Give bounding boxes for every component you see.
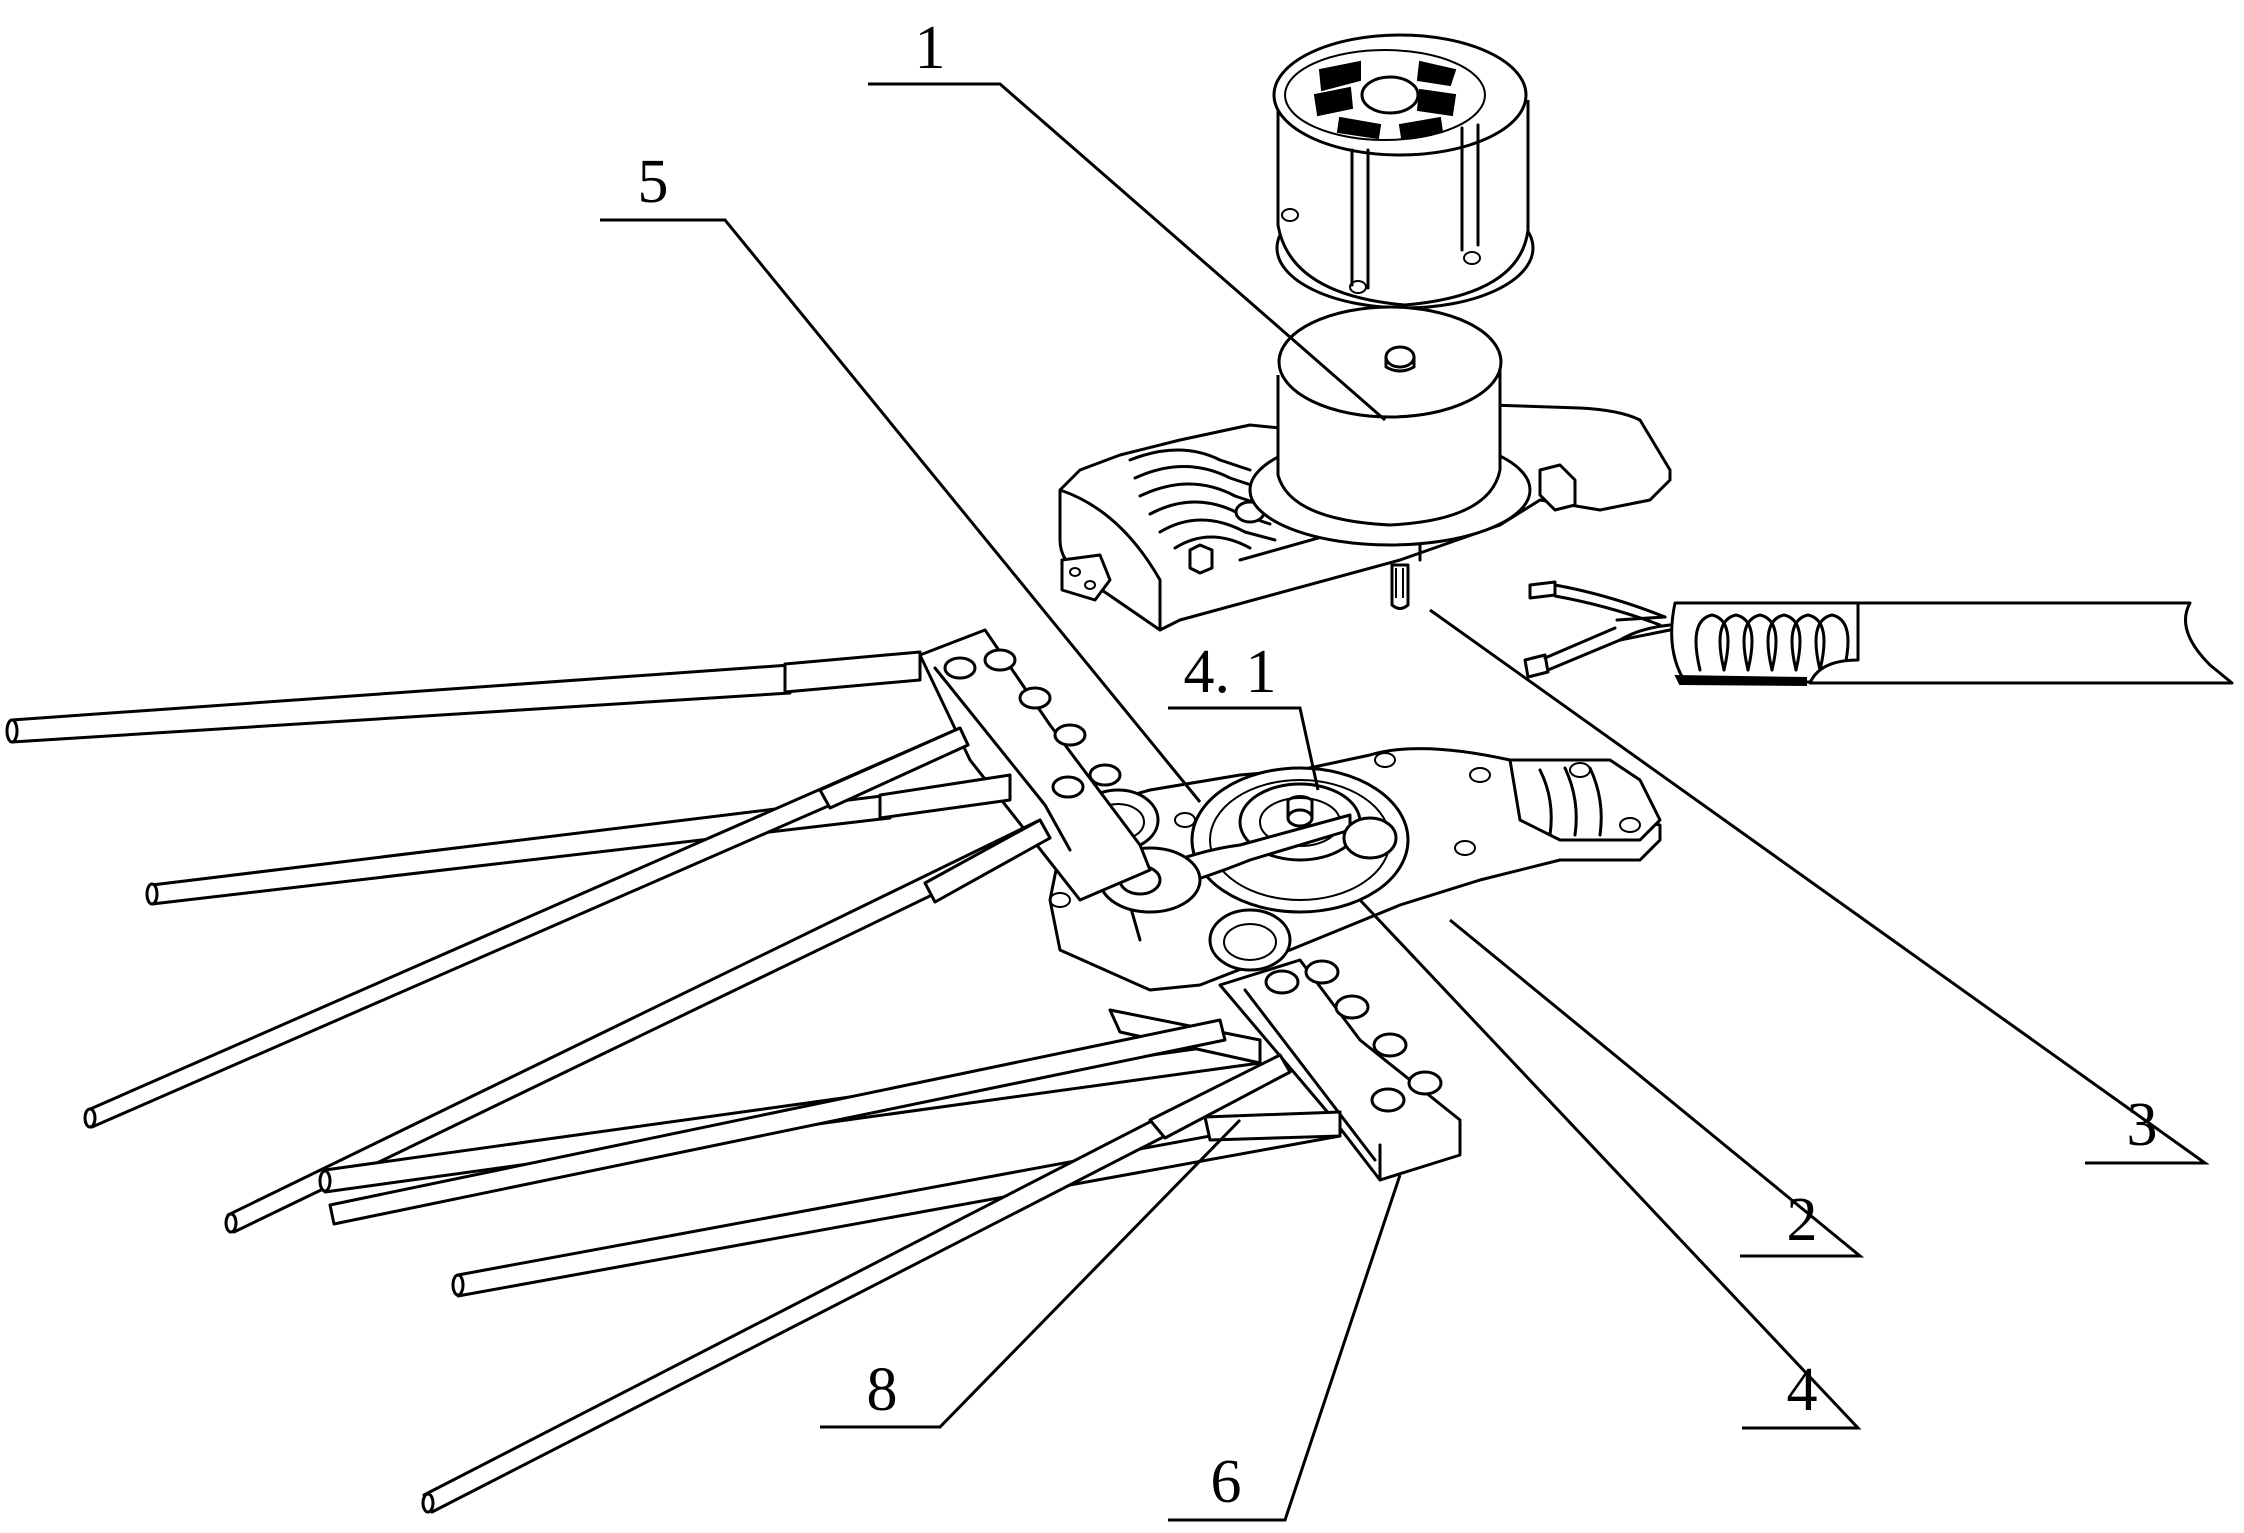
label-6: 6 bbox=[1211, 1448, 1242, 1516]
label-3: 3 bbox=[2127, 1091, 2158, 1159]
label-4: 4 bbox=[1787, 1356, 1818, 1424]
cover-vent-grille bbox=[1313, 60, 1457, 140]
label-4-1: 4. 1 bbox=[1184, 638, 1277, 706]
power-cord bbox=[1523, 580, 2234, 687]
screws-upper bbox=[943, 648, 1122, 799]
screws-lower bbox=[1264, 959, 1443, 1113]
leader-5 bbox=[600, 218, 1202, 803]
motor-cover bbox=[1272, 33, 1535, 310]
label-5: 5 bbox=[638, 148, 669, 216]
leader-6 bbox=[1168, 1174, 1402, 1522]
label-1: 1 bbox=[915, 14, 946, 82]
leader-8 bbox=[820, 1118, 1242, 1429]
leader-4-1 bbox=[1168, 706, 1320, 791]
leader-3 bbox=[1429, 608, 2210, 1165]
label-8: 8 bbox=[867, 1356, 898, 1424]
cord-spring bbox=[1694, 613, 1850, 672]
gear bbox=[1076, 766, 1410, 972]
motor-output-shaft bbox=[1390, 563, 1410, 610]
leader-2 bbox=[1449, 918, 1865, 1258]
leader-1 bbox=[868, 82, 1386, 422]
rod-holder-bar-upper bbox=[918, 628, 1152, 902]
label-2: 2 bbox=[1787, 1186, 1818, 1254]
leader-lines bbox=[600, 82, 2210, 1522]
housing-ribs bbox=[1538, 766, 1603, 837]
rods bbox=[5, 650, 1342, 1514]
motor bbox=[1248, 305, 1532, 547]
leader-4 bbox=[1358, 898, 1862, 1430]
